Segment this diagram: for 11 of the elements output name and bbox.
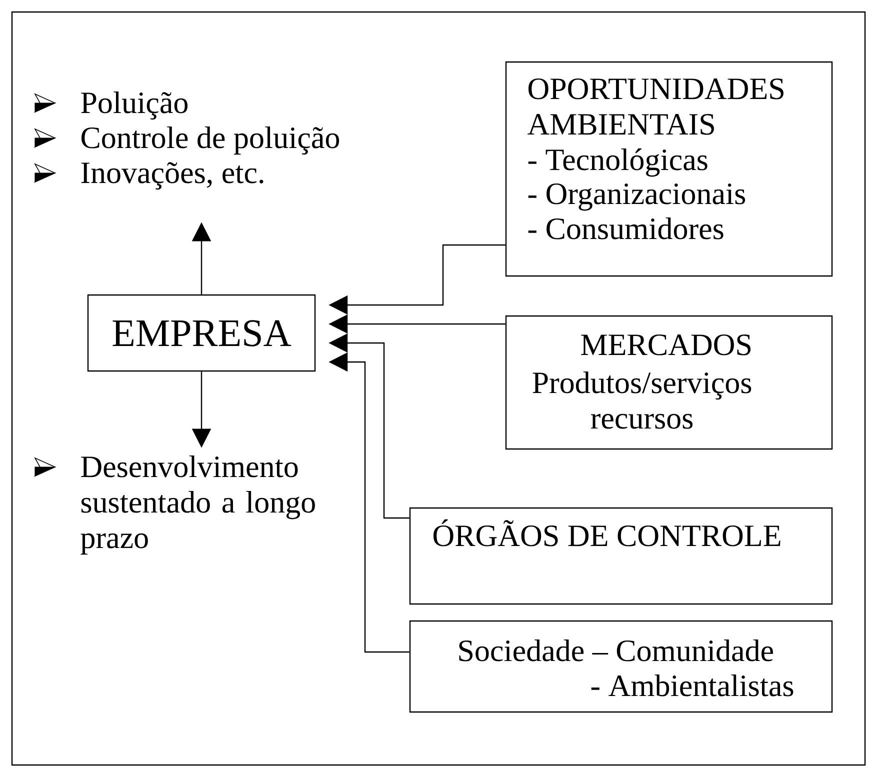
process-box: ÓRGÃOS DE CONTROLE bbox=[409, 507, 833, 605]
node-label: Inovações, etc. bbox=[81, 162, 264, 190]
bullet-list: Desenvolvimento sustentado a longo prazo bbox=[34, 456, 315, 555]
node-label: Desenvolvimento sustentado a longo prazo bbox=[80, 455, 315, 555]
process-box: EMPRESA bbox=[87, 294, 316, 372]
bullet-list: Poluição Controle de poluição Inovações, etc. bbox=[34, 91, 340, 190]
node-label: Controle de poluição bbox=[81, 126, 340, 155]
process-box: OPORTUNIDADES AMBIENTAIS - Tecnológicas - Organizacionais - Consumidores bbox=[505, 61, 833, 277]
node-label: Poluição bbox=[81, 91, 188, 120]
process-box: Sociedade – Comunidade - Ambientalistas bbox=[409, 620, 833, 713]
process-box: MERCADOS Produtos/serviços recursos bbox=[505, 315, 833, 450]
